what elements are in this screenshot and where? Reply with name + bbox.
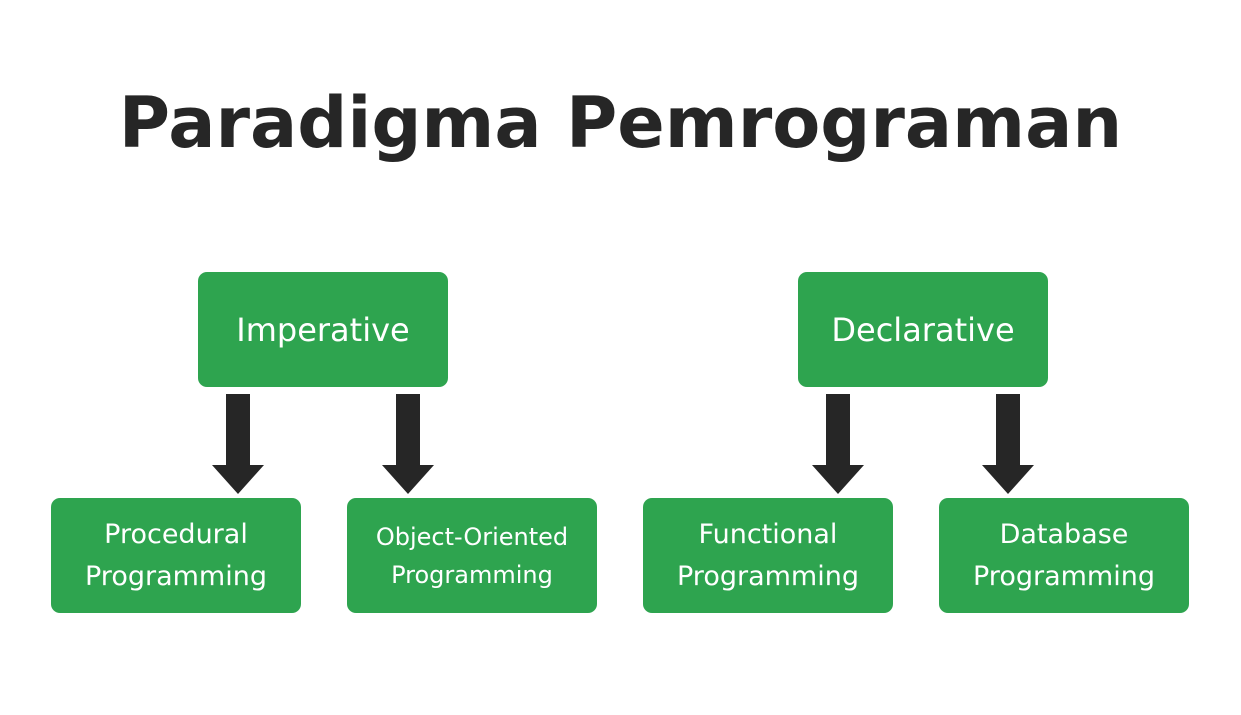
- procedural-programming-node: Procedural Programming: [51, 498, 301, 613]
- object-oriented-programming-label: Object-Oriented Programming: [375, 522, 569, 589]
- imperative-label: Imperative: [236, 310, 410, 349]
- database-programming-node: Database Programming: [939, 498, 1189, 613]
- arrow-imperative-to-procedural: [212, 394, 264, 494]
- database-programming-label: Database Programming: [973, 518, 1155, 592]
- procedural-programming-label: Procedural Programming: [85, 518, 267, 592]
- diagram-title: Paradigma Pemrograman: [118, 82, 1123, 164]
- functional-programming-label: Functional Programming: [677, 518, 859, 592]
- functional-programming-node: Functional Programming: [643, 498, 893, 613]
- arrow-declarative-to-functional: [812, 394, 864, 494]
- declarative-label: Declarative: [831, 310, 1015, 349]
- arrow-imperative-to-object-oriented: [382, 394, 434, 494]
- arrow-declarative-to-database: [982, 394, 1034, 494]
- imperative-node: Imperative: [198, 272, 448, 387]
- declarative-node: Declarative: [798, 272, 1048, 387]
- object-oriented-programming-node: Object-Oriented Programming: [347, 498, 597, 613]
